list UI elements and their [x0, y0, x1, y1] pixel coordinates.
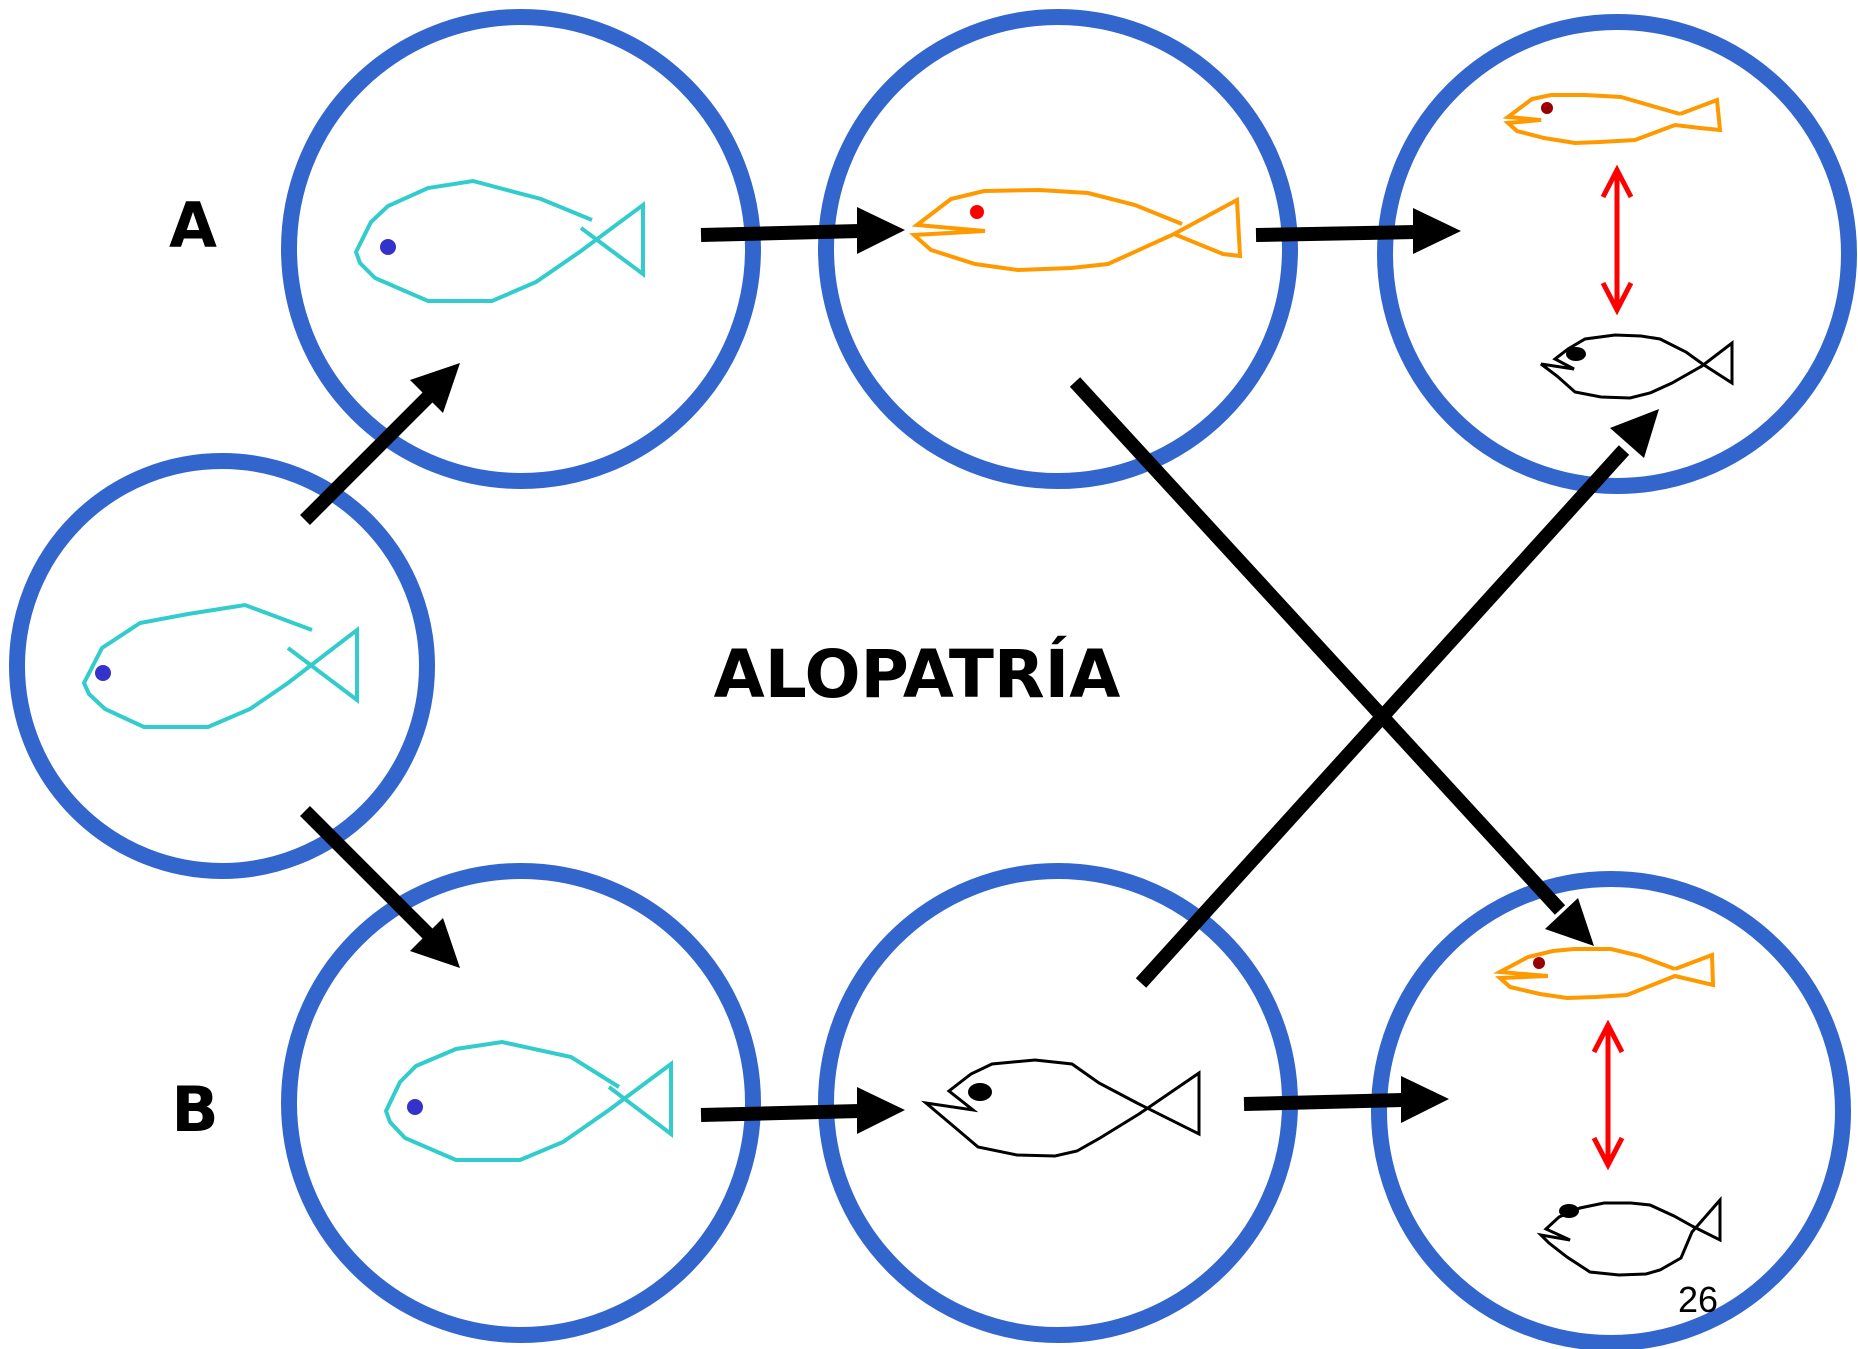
arrow-icon [300, 806, 460, 968]
population-b2 [818, 863, 1298, 1343]
fish-icon [1502, 93, 1723, 146]
label-b: B [171, 1073, 218, 1146]
migration-arrows [300, 207, 1659, 1134]
arrow-icon [1135, 409, 1659, 988]
diagram-title: ALOPATRÍA [714, 635, 1121, 713]
arrow-icon [700, 1087, 905, 1134]
fish-icon [383, 1039, 673, 1162]
population-a2 [818, 9, 1298, 489]
arrow-icon [1243, 1076, 1449, 1123]
arrow-icon [1255, 208, 1461, 254]
fish-icon [81, 602, 359, 729]
arrow-icon [300, 363, 460, 525]
populations [9, 9, 1857, 1349]
fish-icon [1540, 333, 1734, 400]
fish-icon [1493, 947, 1716, 1001]
fish-icon [909, 187, 1243, 273]
fish-icon [353, 178, 645, 303]
page-number: 26 [1678, 1279, 1718, 1320]
population-b1 [281, 863, 761, 1343]
arrow-icon [700, 207, 905, 254]
fish-icon [920, 1058, 1201, 1158]
population-ancestral [9, 453, 435, 879]
label-a: A [169, 189, 217, 262]
fish-icon [1536, 1196, 1722, 1277]
double-arrow-icon [1591, 1019, 1625, 1171]
double-arrow-icon [1600, 164, 1634, 316]
population-b3 [1371, 871, 1851, 1349]
population-a1 [281, 9, 761, 489]
population-a3 [1377, 14, 1857, 494]
arrow-icon [1069, 377, 1594, 946]
